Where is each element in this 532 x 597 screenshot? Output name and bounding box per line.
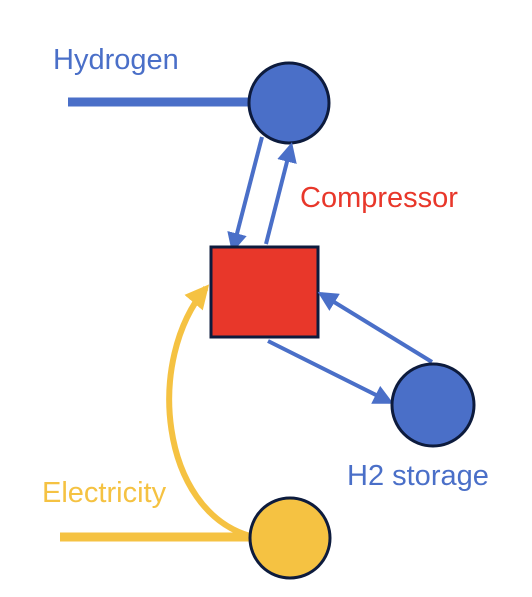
- electricity-to-compressor-arrow: [166, 284, 251, 539]
- electricity-node: [248, 496, 332, 580]
- compressor-to-storage-arrow: [267, 339, 394, 404]
- compressor-node: [209, 245, 320, 339]
- hydrogen-to-compressor-arrow: [227, 136, 264, 253]
- storage-to-compressor-arrow: [317, 291, 434, 364]
- hydrogen-label: Hydrogen: [53, 44, 179, 76]
- compressor-to-hydrogen-arrow: [264, 142, 297, 245]
- hydrogen-node: [247, 61, 331, 145]
- h2-storage-node: [390, 362, 476, 448]
- compressor-label: Compressor: [300, 182, 458, 214]
- electricity-label: Electricity: [42, 477, 167, 509]
- h2-storage-label: H2 storage: [347, 460, 489, 492]
